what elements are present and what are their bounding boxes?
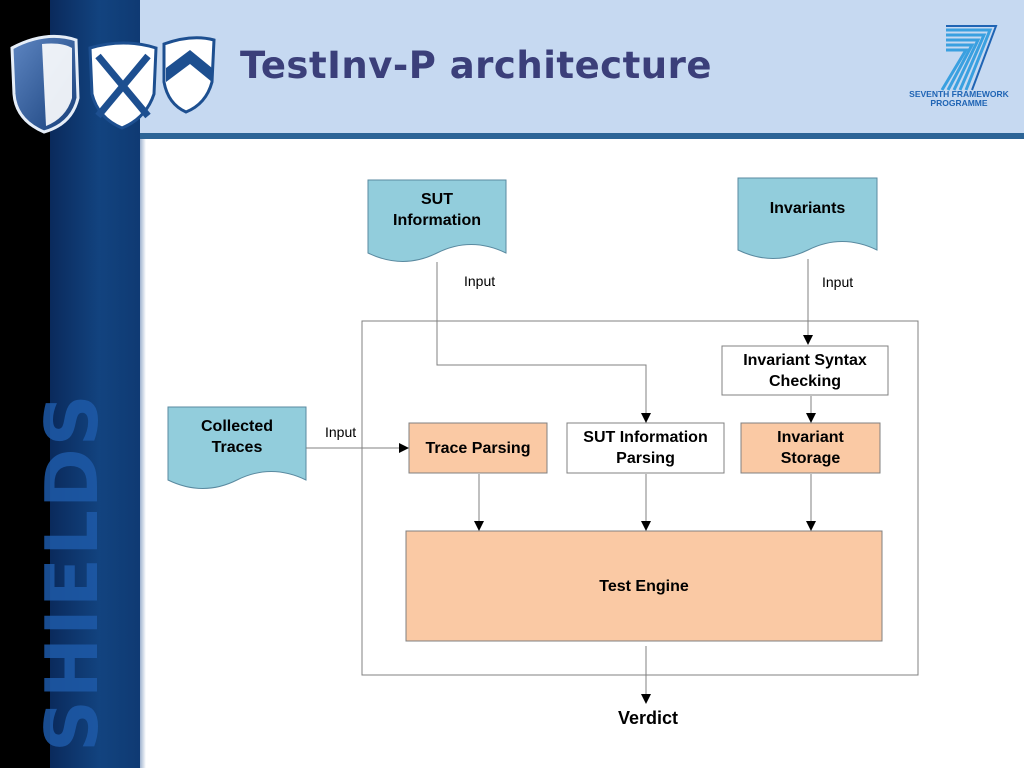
- invariant-syntax-checking-label: Invariant Syntax Checking: [743, 351, 867, 390]
- test-engine-box: [405, 530, 883, 642]
- sut-information-parsing-box: [566, 422, 725, 474]
- sut-information-document: [367, 179, 507, 262]
- trace-parsing-box: [408, 422, 548, 474]
- sut-information-parsing-label: SUT Information Parsing: [583, 429, 708, 467]
- collected-traces-label: Collected Traces: [200, 418, 273, 456]
- invariants-input-label: Input: [822, 274, 854, 290]
- traces-input-label: Input: [325, 424, 357, 440]
- invariant-storage-label: Invariant Storage: [777, 429, 844, 467]
- invariants-document: [737, 177, 878, 259]
- verdict-label: Verdict: [617, 708, 679, 728]
- invariants-label: Invariants: [769, 199, 846, 217]
- trace-parsing-label: Trace Parsing: [425, 439, 531, 457]
- shields-logo: [10, 34, 216, 134]
- test-engine-label: Test Engine: [599, 577, 689, 595]
- fp7-line2: PROGRAMME: [930, 98, 988, 108]
- invariant-storage-box: [740, 422, 881, 474]
- collected-traces-document: [167, 406, 307, 489]
- sut-information-label: SUT Information: [393, 191, 481, 229]
- invariant-syntax-checking-box: [721, 345, 889, 396]
- side-band-shadow: [140, 130, 146, 768]
- header-rule: [140, 133, 1024, 139]
- fp7-line1: SEVENTH FRAMEWORK: [909, 89, 1009, 99]
- sut-input-label: Input: [464, 273, 496, 289]
- page-title: TestInv-P architecture: [240, 44, 712, 87]
- fp7-caption: SEVENTH FRAMEWORK PROGRAMME: [900, 90, 1018, 108]
- header-bar: [140, 0, 1024, 133]
- fp7-logo: [940, 25, 998, 91]
- edge-sut-to-sut-parsing: [436, 262, 651, 423]
